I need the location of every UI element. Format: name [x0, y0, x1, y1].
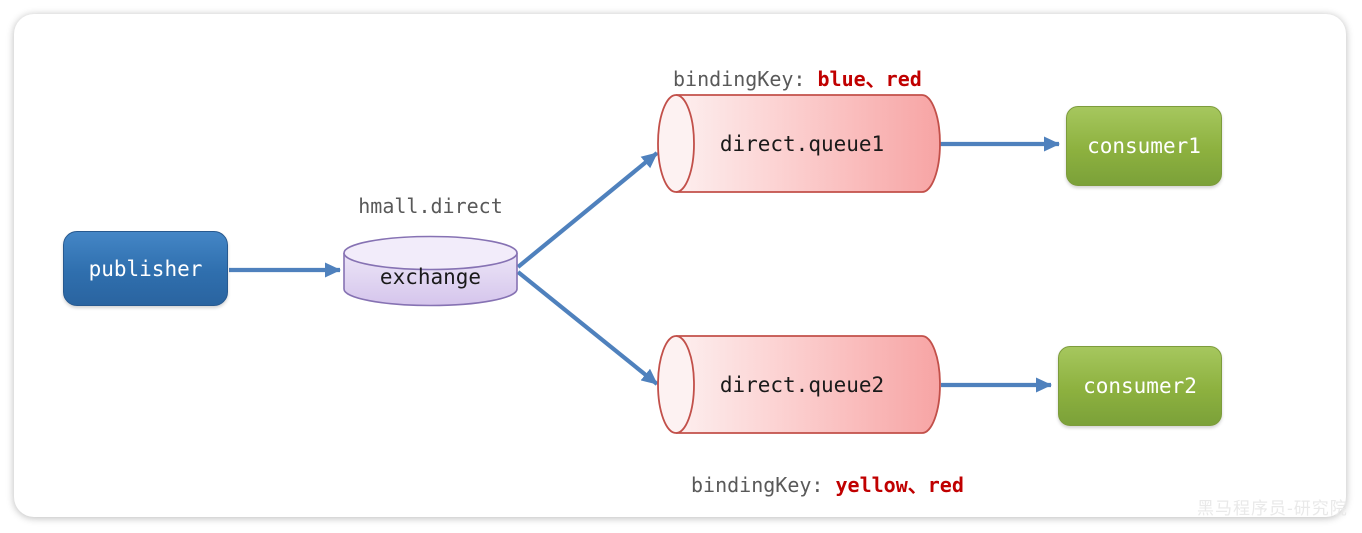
publisher-label: publisher	[88, 256, 203, 281]
queue2-label: direct.queue2	[719, 372, 885, 397]
queue2-binding-keys: yellow、red	[835, 473, 964, 497]
consumer1-node: consumer1	[1066, 106, 1222, 186]
queue1-binding-keys: blue、red	[817, 67, 922, 91]
arrow-exchange-to-queue2	[516, 270, 659, 386]
consumer1-label: consumer1	[1087, 134, 1201, 158]
consumer2-label: consumer2	[1083, 374, 1197, 398]
queue1-binding-annotation: bindingKey: blue、red	[673, 63, 922, 92]
publisher-node: publisher	[63, 231, 228, 306]
exchange-label: exchange	[379, 265, 482, 289]
exchange-cylinder	[343, 235, 518, 307]
queue2-binding-annotation: bindingKey: yellow、red	[691, 469, 964, 498]
queue2-binding-prefix: bindingKey:	[691, 473, 836, 497]
exchange-name-label: hmall.direct	[358, 194, 503, 218]
watermark-text: 黑马程序员-研究院	[1197, 499, 1348, 519]
queue2-cylinder	[657, 335, 941, 434]
queue1-binding-prefix: bindingKey:	[673, 67, 818, 91]
consumer2-node: consumer2	[1058, 346, 1222, 426]
queue1-label: direct.queue1	[719, 131, 885, 156]
arrow-exchange-to-queue1	[516, 151, 659, 269]
queue1-cylinder	[657, 94, 941, 193]
